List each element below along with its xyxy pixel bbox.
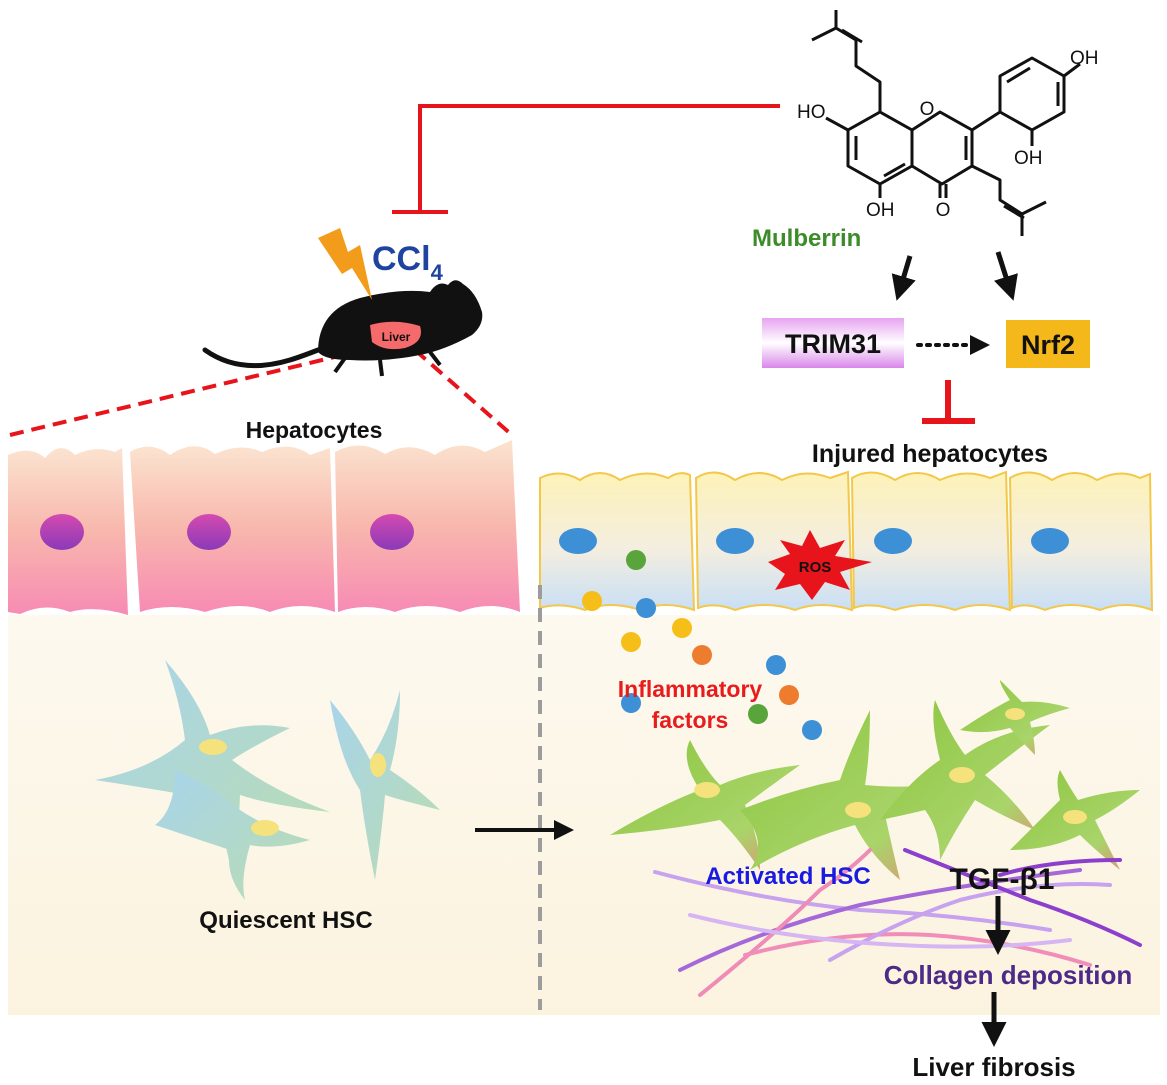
liver-organ [370,321,421,350]
ring-oxygen: O [920,99,935,120]
trim31-box [762,318,904,368]
lightning-icon [318,228,372,300]
nucleus [187,514,231,550]
ccl4-label: CCl4 [372,240,444,285]
nrf2-label: Nrf2 [1021,330,1075,360]
inflammatory-dots [582,550,822,740]
oh-top-right: OH [1070,48,1099,69]
quiescent-hsc-cells [95,660,440,900]
fibrosis-label: Liver fibrosis [912,1052,1075,1082]
oh-bottom: OH [866,200,895,221]
nucleus [40,514,84,550]
liver-label: Liver [382,330,411,344]
inflammatory-label-line2: factors [652,707,729,733]
nucleus [370,514,414,550]
carbonyl-oxygen: O [936,200,951,221]
zoom-lines [9,346,514,437]
injured-hepatocytes-label: Injured hepatocytes [812,440,1048,468]
quiescent-hsc-label: Quiescent HSC [199,907,372,934]
oh-left: HO [797,102,826,123]
inhibition-line-injury [922,380,975,424]
nrf2-box [1006,320,1090,368]
injured-hepatocyte-row [539,470,1154,612]
ros-burst-icon [768,530,872,600]
injured-nuclei [559,528,1069,554]
mulberrin-atoms: O O HO OH OH OH [797,48,1099,221]
inflammatory-label-line1: Inflammatory [618,676,763,702]
oh-right-ring: OH [1014,148,1043,169]
collagen-label: Collagen deposition [884,960,1132,990]
hepatocytes-label: Hepatocytes [246,417,383,443]
compound-name: Mulberrin [752,225,861,252]
inhibition-line-ccl4 [392,104,780,214]
arrow-to-nrf2 [994,251,1018,301]
activated-hsc-cells [610,680,1140,880]
ros-label: ROS [799,559,832,576]
normal-hepatocyte-row [8,440,520,615]
activated-hsc-label: Activated HSC [705,863,870,890]
tgf-label: TGF-β1 [950,863,1055,896]
mulberrin-structure [811,10,1081,236]
mouse-icon [202,280,483,377]
trim31-label: TRIM31 [785,329,881,359]
arrow-to-trim31 [891,255,916,301]
collagen-fibers [653,848,1142,997]
